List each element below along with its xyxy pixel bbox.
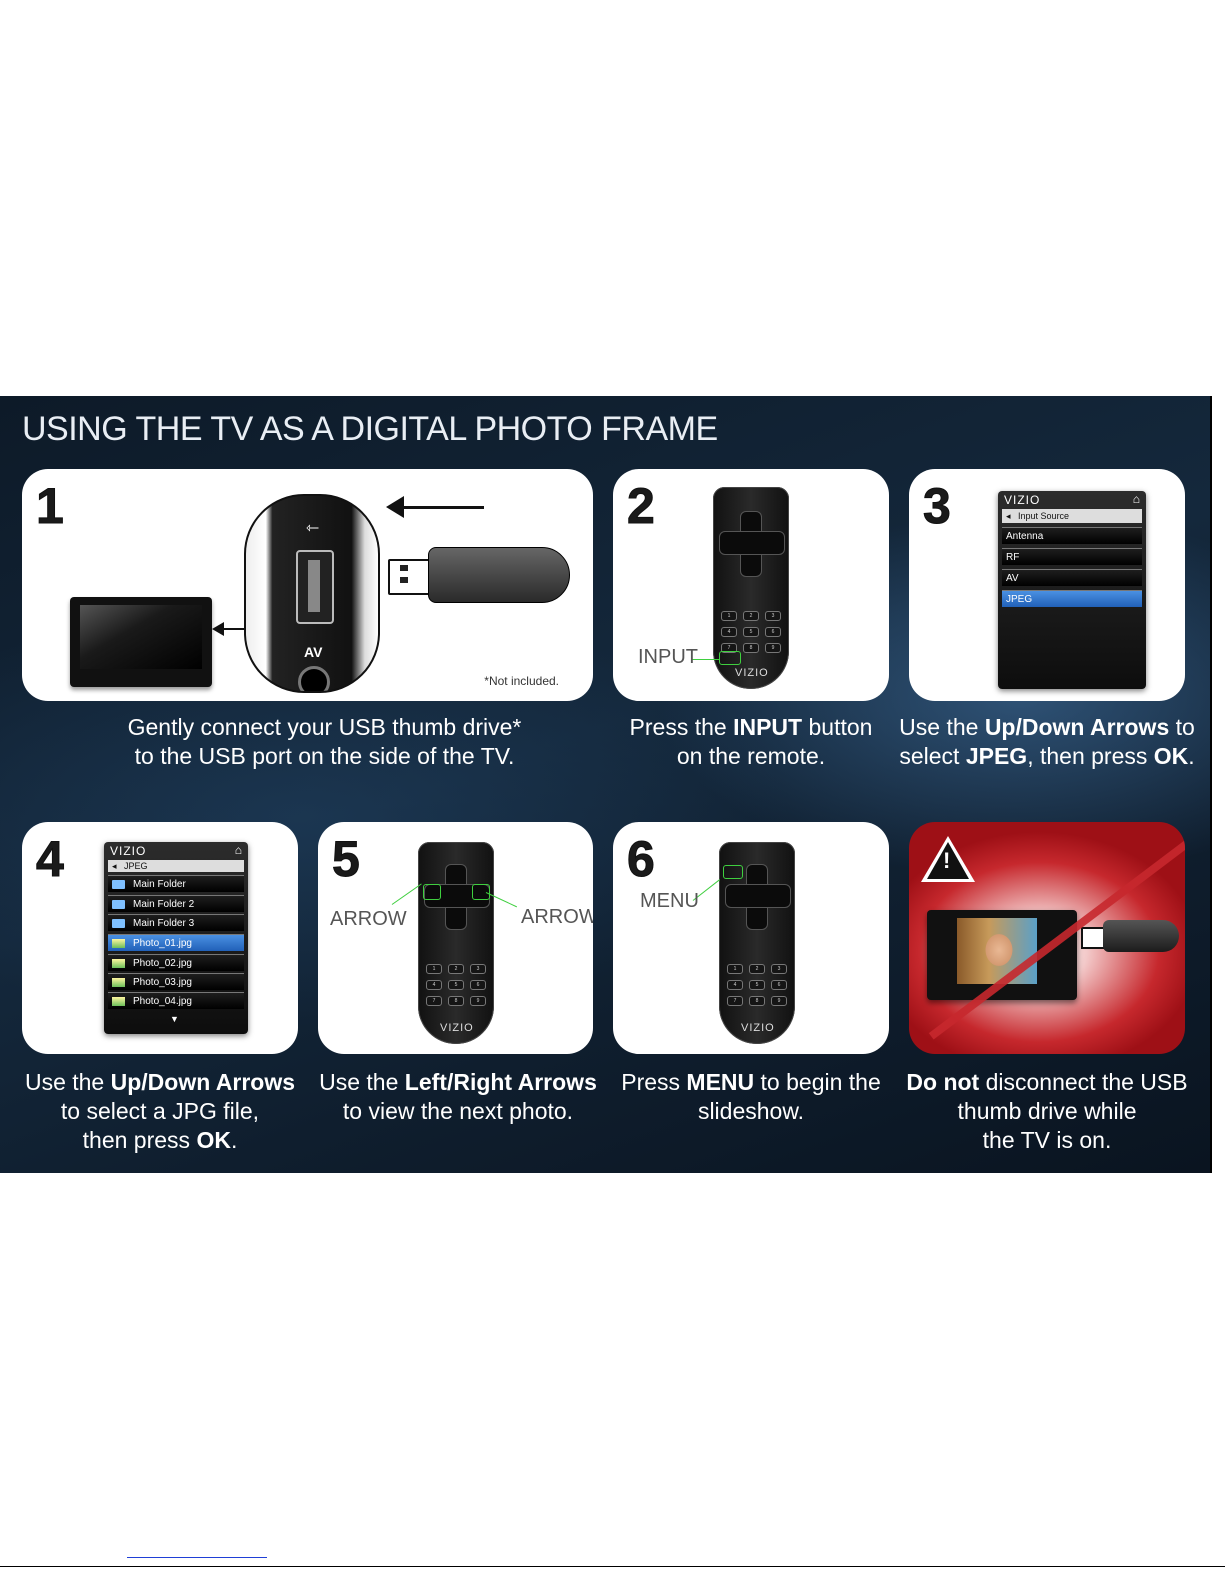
- menu-item[interactable]: RF: [1002, 548, 1142, 565]
- photo-item-selected[interactable]: Photo_01.jpg: [108, 934, 244, 951]
- photo-item[interactable]: Photo_03.jpg: [108, 973, 244, 990]
- step-5-caption: Use the Left/Right Arrows to view the ne…: [319, 1069, 597, 1124]
- step-number: 6: [627, 831, 656, 888]
- arrow-to-tv: [218, 628, 258, 630]
- menu-item[interactable]: Antenna: [1002, 527, 1142, 544]
- left-arrow-callout: ARROW: [330, 908, 407, 930]
- photo-frame-banner: USING THE TV AS A DIGITAL PHOTO FRAME 1 …: [0, 396, 1210, 1173]
- usb-port: [296, 550, 334, 624]
- step-4-card: 4 VIZIO ⌂ ◂ JPEG Main Folder Main Folder…: [22, 822, 298, 1054]
- scroll-down-icon[interactable]: ▼: [170, 1014, 179, 1024]
- folder-item[interactable]: Main Folder 2: [108, 895, 244, 912]
- av-jack: [298, 666, 330, 691]
- menu-header: ◂ JPEG: [108, 860, 244, 872]
- home-icon: ⌂: [234, 843, 242, 857]
- step-4-caption: Use the Up/Down Arrows to select a JPG f…: [24, 1069, 296, 1153]
- step-3-card: 3 VIZIO ⌂ ◂ Input Source Antenna RF AV J…: [909, 469, 1185, 701]
- tv-illustration: [70, 597, 212, 687]
- photo-icon: [112, 977, 125, 987]
- port-label: AV: [304, 644, 323, 660]
- folder-item[interactable]: Main Folder 3: [108, 914, 244, 931]
- usb-drive: [1081, 920, 1179, 952]
- warning-icon-mark: !: [943, 848, 951, 873]
- page-title: USING THE TV AS A DIGITAL PHOTO FRAME: [22, 410, 718, 448]
- page-edge-line: [1210, 396, 1212, 1173]
- home-icon: ⌂: [1132, 492, 1140, 506]
- arrow-head-icon: [386, 496, 404, 518]
- step-number: 5: [332, 831, 361, 888]
- remote-logo: VIZIO: [735, 667, 769, 679]
- warning-icon-inner: [927, 842, 969, 879]
- left-arrow-highlight: [423, 884, 441, 900]
- step-2-caption: Press the INPUT button on the remote.: [629, 714, 873, 769]
- warning-caption: Do not disconnect the USB thumb drive wh…: [906, 1069, 1188, 1153]
- input-button-highlight: [719, 651, 741, 665]
- remote-logo: VIZIO: [440, 1022, 474, 1034]
- footer-link-underline: [127, 1557, 267, 1558]
- insert-arrow: [400, 506, 484, 509]
- step-number: 1: [36, 478, 65, 535]
- right-arrow-highlight: [472, 884, 490, 900]
- jpeg-file-menu: VIZIO ⌂ ◂ JPEG Main Folder Main Folder 2…: [104, 842, 248, 1034]
- arrow-head-icon: [212, 622, 224, 636]
- step-number: 4: [36, 831, 65, 888]
- menu-brand: VIZIO: [110, 844, 147, 858]
- photo-icon: [112, 958, 125, 968]
- remote-logo: VIZIO: [741, 1022, 775, 1034]
- warning-card: !: [909, 822, 1185, 1054]
- photo-item[interactable]: Photo_04.jpg: [108, 992, 244, 1009]
- menu-brand: VIZIO: [1004, 493, 1041, 507]
- folder-icon: [112, 899, 125, 909]
- usb-icon: ⇽: [306, 520, 320, 537]
- input-source-menu: VIZIO ⌂ ◂ Input Source Antenna RF AV JPE…: [998, 491, 1146, 689]
- menu-callout: MENU: [640, 890, 699, 912]
- photo-item[interactable]: Photo_02.jpg: [108, 954, 244, 971]
- menu-item[interactable]: AV: [1002, 569, 1142, 586]
- input-callout-line: [691, 659, 719, 660]
- step-number: 3: [923, 478, 952, 535]
- folder-icon: [112, 918, 125, 928]
- menu-item-selected[interactable]: JPEG: [1002, 590, 1142, 607]
- photo-on-screen: [957, 918, 1037, 984]
- right-arrow-callout: ARROW: [521, 906, 593, 928]
- folder-item[interactable]: Main Folder: [108, 875, 244, 892]
- step-1-card: 1 ⇽ AV *Not included.: [22, 469, 593, 701]
- step-number: 2: [627, 478, 656, 535]
- input-callout: INPUT: [638, 646, 698, 668]
- step-1-caption: Gently connect your USB thumb drive* to …: [127, 714, 522, 769]
- usb-drive: [388, 547, 570, 603]
- folder-icon: [112, 879, 125, 889]
- menu-button-highlight: [723, 865, 743, 879]
- step-3-caption: Use the Up/Down Arrows to select JPEG, t…: [899, 714, 1195, 769]
- step-6-caption: Press MENU to begin the slideshow.: [621, 1069, 881, 1124]
- usb-port-closeup: ⇽ AV: [244, 494, 380, 693]
- menu-header: ◂ Input Source: [1002, 509, 1142, 523]
- photo-icon: [112, 996, 125, 1006]
- not-included-note: *Not included.: [484, 674, 559, 688]
- footer-rule: [0, 1566, 1225, 1567]
- photo-icon: [112, 938, 125, 948]
